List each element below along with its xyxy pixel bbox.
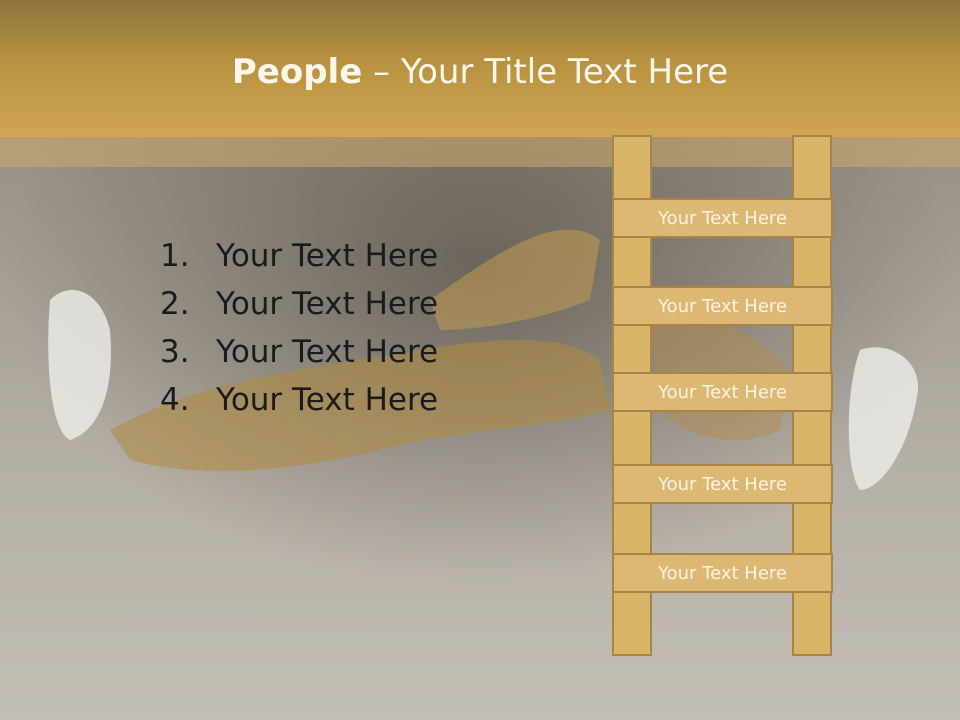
ladder-rung-2: Your Text Here <box>612 286 833 326</box>
list-item: 2. Your Text Here <box>160 280 438 328</box>
list-item: 3. Your Text Here <box>160 328 438 376</box>
list-text: Your Text Here <box>216 334 439 370</box>
title-bold: People <box>231 52 363 92</box>
list-number: 3. <box>160 334 190 370</box>
list-number: 1. <box>160 238 190 274</box>
ladder-rung-4: Your Text Here <box>612 464 833 504</box>
list-item: 1. Your Text Here <box>160 232 438 280</box>
numbered-list: 1. Your Text Here 2. Your Text Here 3. Your… <box>160 232 438 424</box>
ladder-rung-3: Your Text Here <box>612 372 833 412</box>
ladder-rung-1: Your Text Here <box>612 198 833 238</box>
list-text: Your Text Here <box>216 382 439 418</box>
list-text: Your Text Here <box>216 238 439 274</box>
list-item: 4. Your Text Here <box>160 376 438 424</box>
header-bar <box>0 0 960 137</box>
ladder-rung-5: Your Text Here <box>612 553 833 593</box>
list-number: 2. <box>160 286 190 322</box>
title-rest: – Your Title Text Here <box>362 52 729 92</box>
list-number: 4. <box>160 382 190 418</box>
list-text: Your Text Here <box>216 286 439 322</box>
slide-title: People – Your Title Text Here <box>0 52 960 92</box>
